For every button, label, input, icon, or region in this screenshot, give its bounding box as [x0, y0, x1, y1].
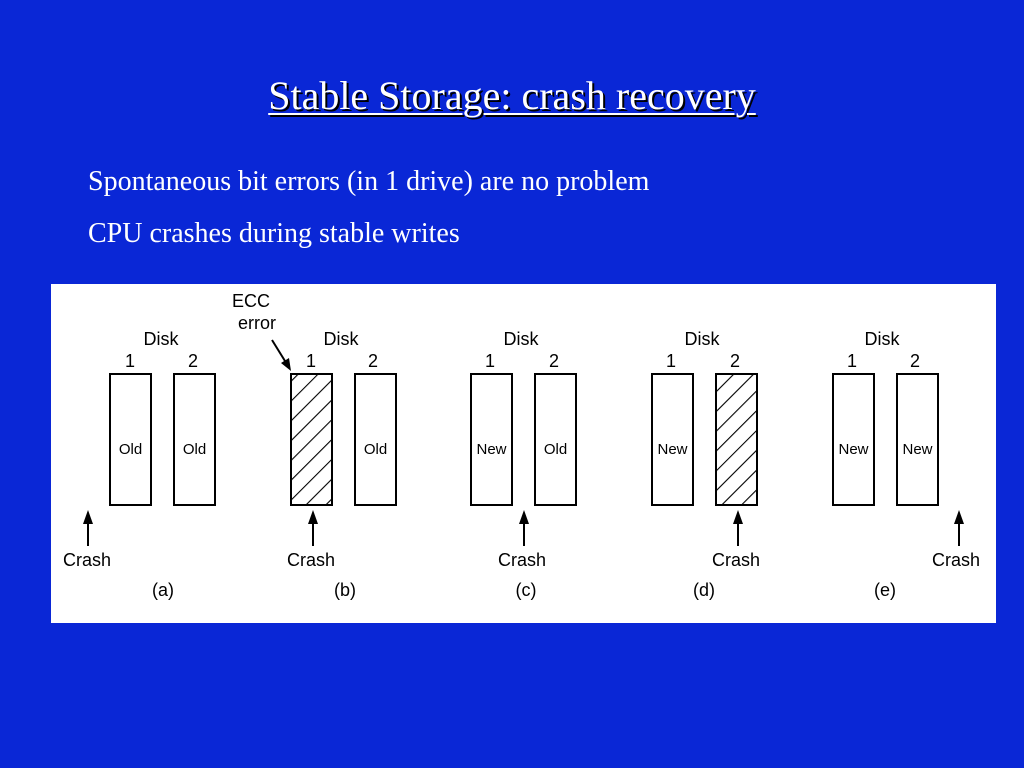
bullet-bit-errors: Spontaneous bit errors (in 1 drive) are … — [88, 166, 650, 197]
disk-2-number: 2 — [188, 351, 198, 371]
ecc-label-line1: ECC — [232, 291, 270, 311]
disk-1-corrupted — [290, 373, 333, 506]
slide-title: Stable Storage: crash recovery — [268, 73, 756, 118]
ecc-label-line2: error — [238, 313, 276, 333]
panel-c: Disk 1 2 New Old Crash (c) — [470, 329, 577, 600]
disk-1-number: 1 — [485, 351, 495, 371]
panel-caption: (d) — [693, 580, 715, 600]
panel-caption: (a) — [152, 580, 174, 600]
disk-1 — [651, 373, 694, 506]
disk-2-number: 2 — [730, 351, 740, 371]
crash-label: Crash — [63, 550, 111, 570]
crash-arrow-head — [308, 510, 318, 524]
disk-2-content: Old — [183, 441, 206, 458]
disk-1-content: New — [838, 441, 868, 458]
crash-arrow-head — [83, 510, 93, 524]
panel-a: Disk 1 2 Old Old Crash (a) — [63, 329, 216, 600]
disk-1 — [832, 373, 875, 506]
disk-2 — [896, 373, 939, 506]
disk-2-number: 2 — [910, 351, 920, 371]
crash-label: Crash — [287, 550, 335, 570]
disk-2-content: New — [902, 441, 932, 458]
disk-2-number: 2 — [549, 351, 559, 371]
disk-1 — [109, 373, 152, 506]
crash-arrow-head — [519, 510, 529, 524]
disk-2-content: Old — [544, 441, 567, 458]
disk-label: Disk — [144, 329, 180, 349]
disk-1-number: 1 — [306, 351, 316, 371]
disk-1 — [470, 373, 513, 506]
disk-1-number: 1 — [125, 351, 135, 371]
disk-1-content: Old — [119, 441, 142, 458]
disk-label: Disk — [324, 329, 360, 349]
disk-2-number: 2 — [368, 351, 378, 371]
disk-2 — [354, 373, 397, 506]
panel-d: Disk 1 2 New Crash (d) — [651, 329, 760, 600]
disk-2-content: Old — [364, 441, 387, 458]
disk-1-number: 1 — [666, 351, 676, 371]
ecc-pointer-shaft — [271, 339, 286, 362]
crash-arrow-head — [954, 510, 964, 524]
disk-1-content: New — [657, 441, 687, 458]
disk-2 — [173, 373, 216, 506]
crash-label: Crash — [498, 550, 546, 570]
panel-caption: (b) — [334, 580, 356, 600]
disk-2 — [534, 373, 577, 506]
bullet-cpu-crashes: CPU crashes during stable writes — [88, 218, 460, 249]
crash-label: Crash — [932, 550, 980, 570]
disk-label: Disk — [685, 329, 721, 349]
disk-label: Disk — [865, 329, 901, 349]
panel-caption: (e) — [874, 580, 896, 600]
disk-1-number: 1 — [847, 351, 857, 371]
crash-label: Crash — [712, 550, 760, 570]
panel-caption: (c) — [516, 580, 537, 600]
ecc-pointer-head — [281, 358, 291, 371]
disk-1-content: New — [476, 441, 506, 458]
panel-b: ECC error Disk 1 2 Old Crash (b) — [232, 291, 397, 600]
disk-label: Disk — [504, 329, 540, 349]
crash-arrow-head — [733, 510, 743, 524]
disk-2-corrupted — [715, 373, 758, 506]
stable-storage-diagram: Disk 1 2 Old Old Crash (a) ECC error Dis… — [63, 291, 980, 600]
stable-storage-figure: Disk 1 2 Old Old Crash (a) ECC error Dis… — [51, 284, 996, 623]
panel-e: Disk 1 2 New New Crash (e) — [832, 329, 980, 600]
